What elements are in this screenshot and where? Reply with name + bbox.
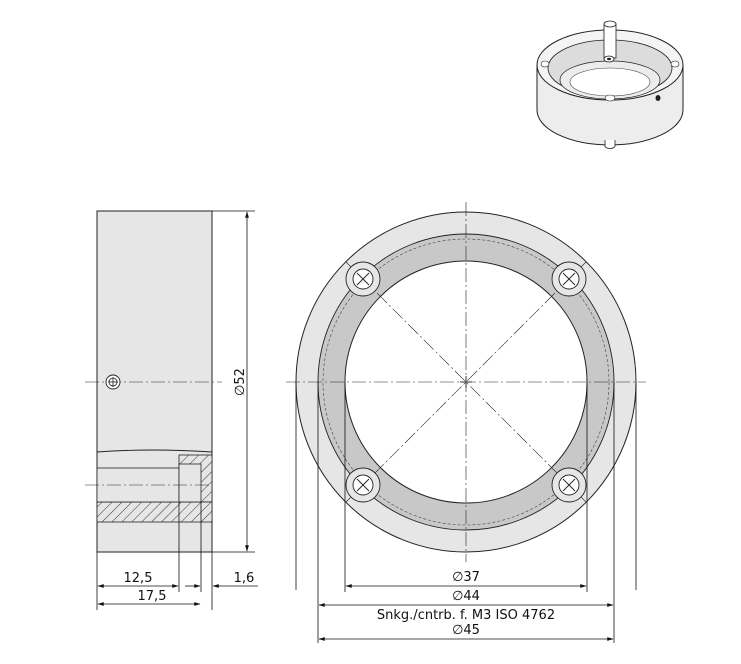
dim-mid-label: ∅44 — [452, 589, 480, 604]
iso-floor-inner — [569, 67, 651, 97]
iso-view — [536, 20, 684, 149]
dim-inner-label: ∅37 — [452, 570, 480, 585]
front-view: ∅37 ∅44 Snkg./cntrb. f. M3 ISO 4762 ∅45 — [286, 202, 646, 643]
bolt-hole-top-left — [345, 261, 381, 297]
dim-depth-1-label: 12,5 — [124, 571, 153, 586]
counterbore-note: Snkg./cntrb. f. M3 ISO 4762 — [377, 608, 555, 623]
bolt-hole-top-right — [551, 261, 587, 297]
section-hatch-bottom — [96, 501, 213, 523]
iso-side-hole — [655, 95, 661, 101]
section-cut-outline — [96, 449, 213, 453]
bolt-hole-bottom-left — [345, 467, 381, 503]
iso-pin — [603, 23, 617, 59]
side-view: ∅52 12,5 17,5 1,6 — [85, 210, 258, 610]
dim-outer-label: ∅45 — [452, 623, 480, 638]
dim-wall-label: 1,6 — [234, 571, 255, 586]
bolt-hole-bottom-right — [551, 467, 587, 503]
iso-bottom-pin — [604, 140, 616, 149]
dim-height-label: ∅52 — [233, 368, 248, 396]
dim-depth-2-label: 17,5 — [138, 589, 167, 604]
